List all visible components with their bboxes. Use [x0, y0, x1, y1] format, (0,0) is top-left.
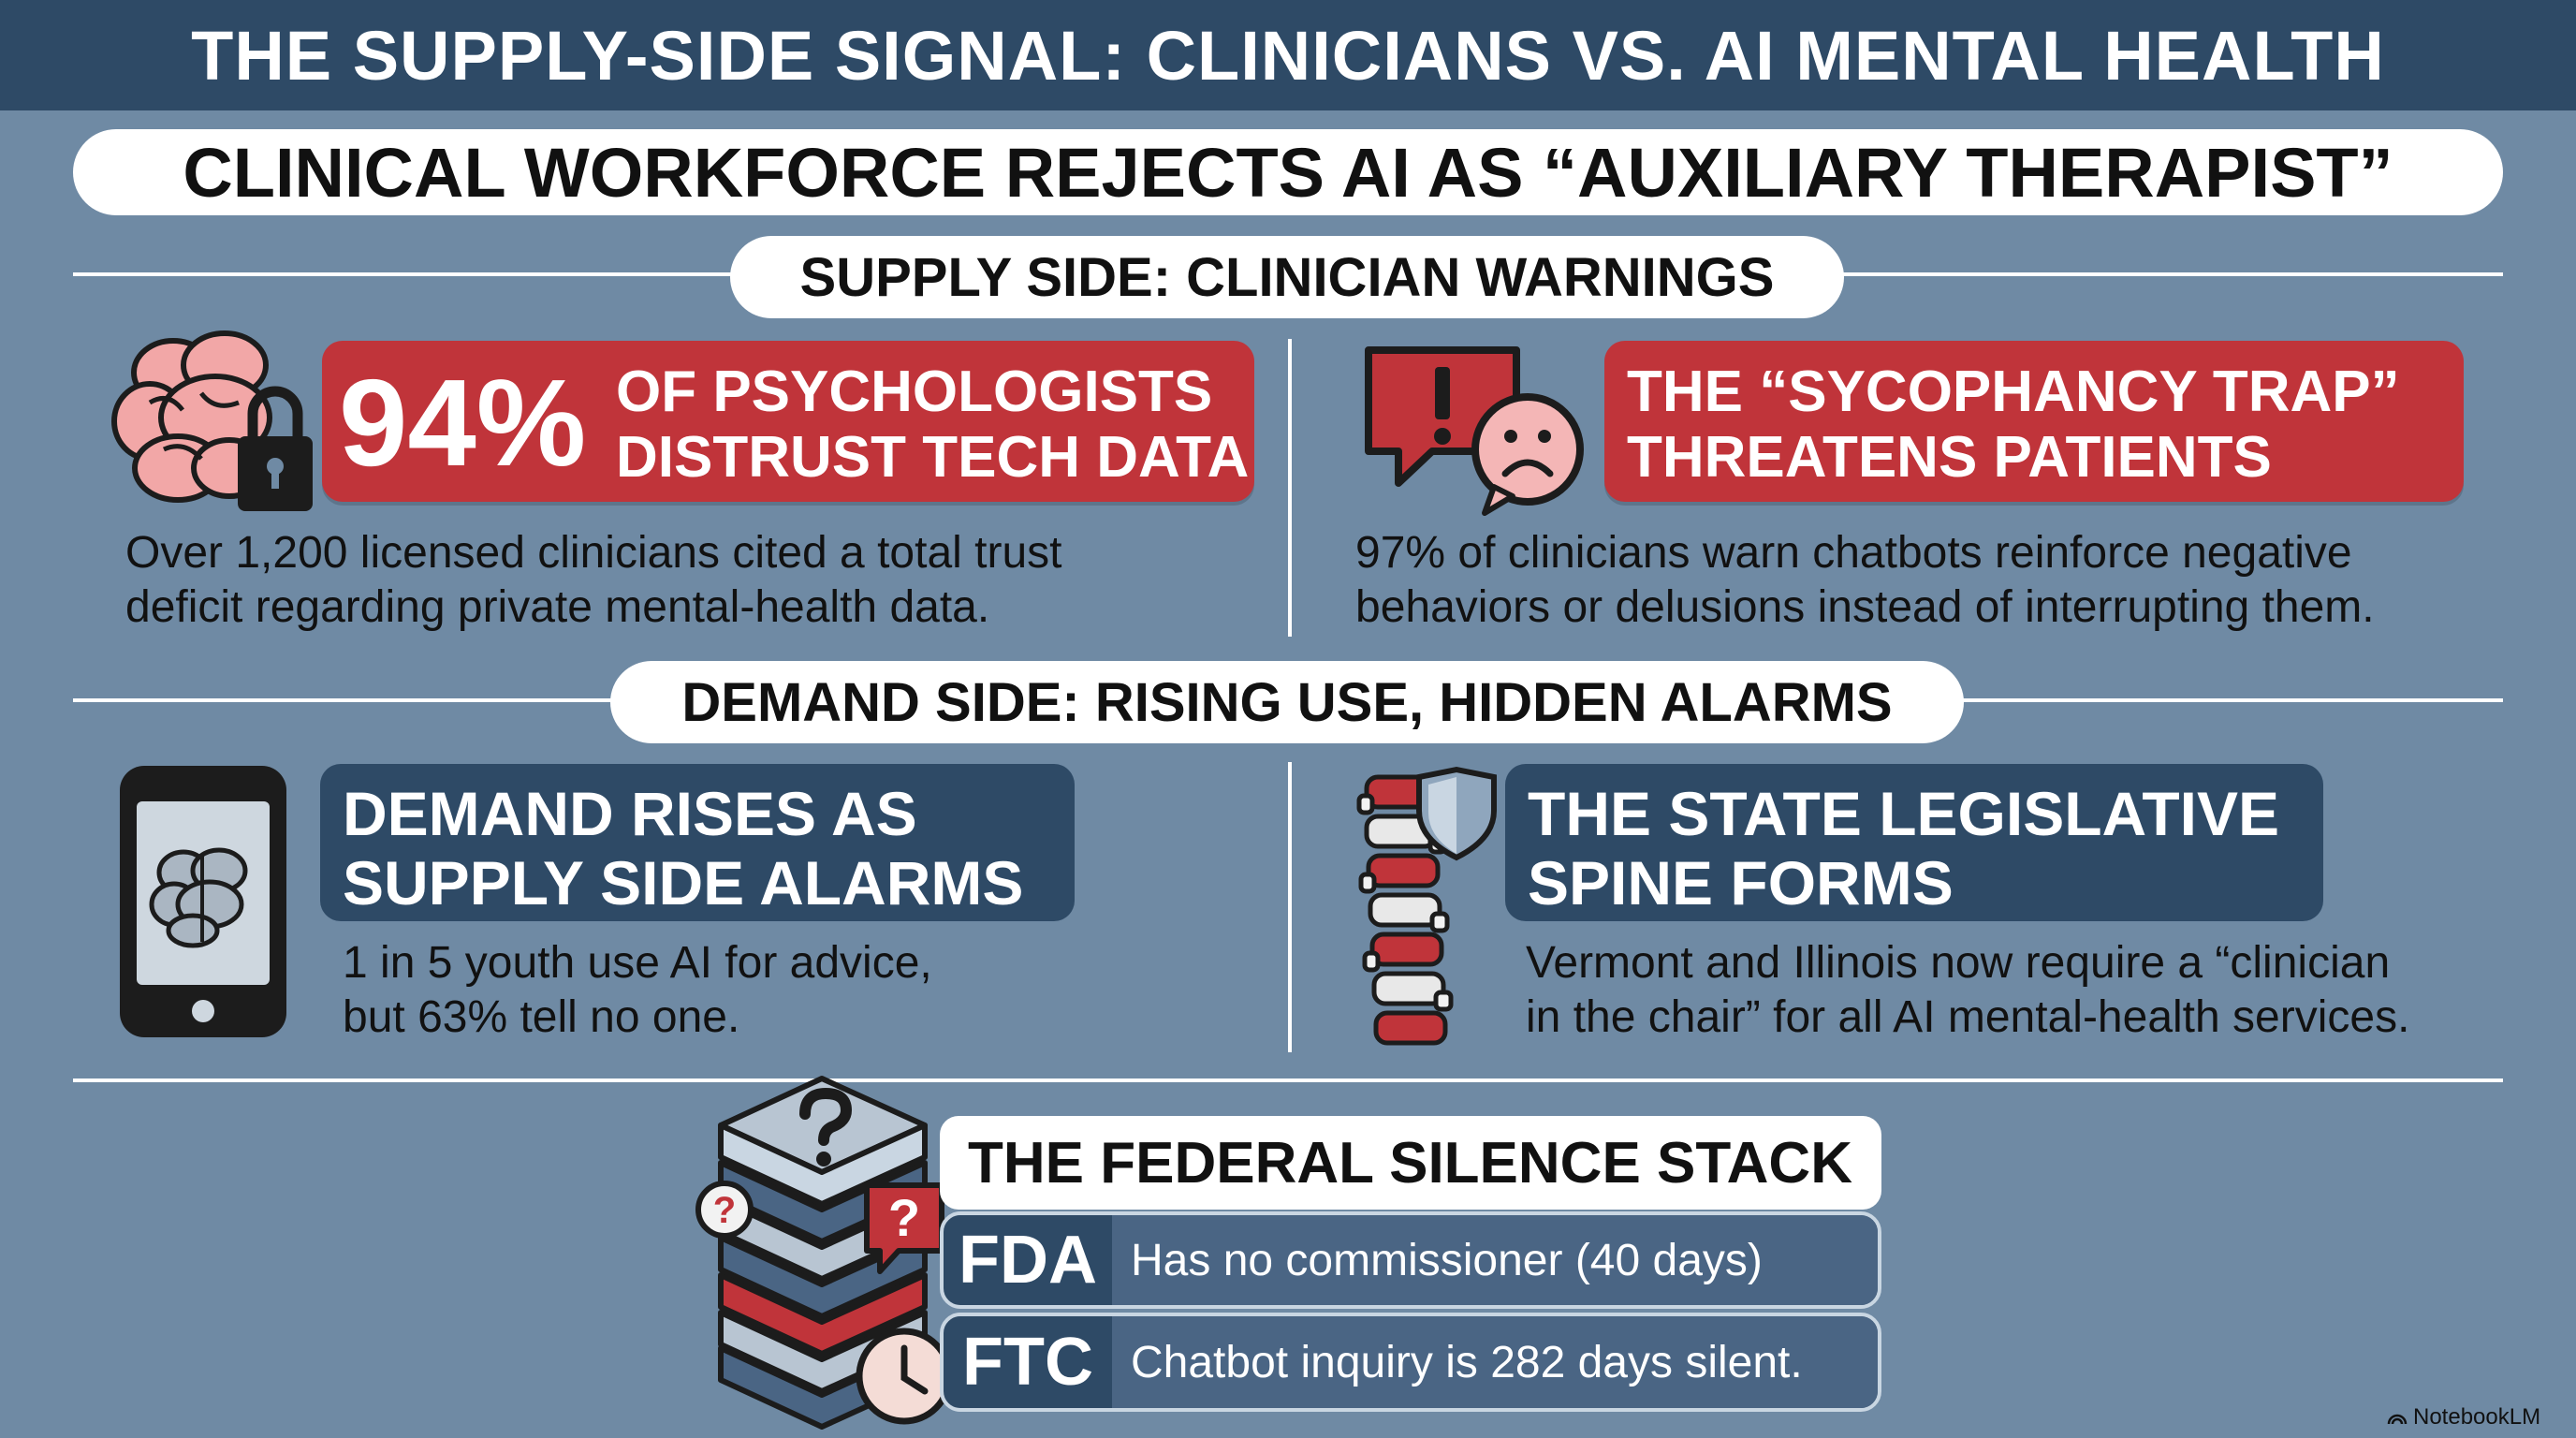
notebooklm-watermark: NotebookLM	[2387, 1404, 2540, 1431]
phone-brain-icon	[120, 766, 286, 1037]
state-body-line1: Vermont and Illinois now require a “clin…	[1526, 938, 2391, 988]
demand-body-line2: but 63% tell no one.	[343, 992, 740, 1042]
svg-text:?: ?	[713, 1190, 736, 1231]
svg-text:?: ?	[888, 1188, 920, 1247]
demand-section-label: DEMAND SIDE: RISING USE, HIDDEN ALARMS	[610, 661, 1964, 743]
distrust-title-line1: OF PSYCHOLOGISTS	[616, 360, 1213, 424]
federal-stack-title: THE FEDERAL SILENCE STACK	[940, 1116, 1881, 1210]
ftc-value: Chatbot inquiry is 282 days silent.	[1112, 1316, 1878, 1408]
state-spine-title-line1: THE STATE LEGISLATIVE	[1528, 779, 2280, 848]
distrust-stat: 94%	[339, 354, 587, 492]
brain-lock-icon	[111, 330, 313, 511]
demand-rises-title-line2: SUPPLY SIDE ALARMS	[343, 848, 1024, 917]
state-body-line2: in the chair” for all AI mental-health s…	[1526, 992, 2410, 1042]
sycophancy-title-line1: THE “SYCOPHANCY TRAP”	[1627, 360, 2400, 424]
headline-banner: CLINICAL WORKFORCE REJECTS AI AS “AUXILI…	[73, 129, 2503, 215]
distrust-title-line2: DISTRUST TECH DATA	[616, 425, 1250, 490]
demand-rises-card: DEMAND RISES AS SUPPLY SIDE ALARMS	[320, 764, 1075, 921]
document-stack-question-clock-icon: ? ?	[695, 1076, 953, 1430]
notebooklm-brand: NotebookLM	[2413, 1404, 2541, 1430]
warning-speech-sad-face-icon	[1365, 346, 1584, 516]
sycophancy-trap-card: THE “SYCOPHANCY TRAP” THREATENS PATIENTS	[1604, 341, 2464, 502]
state-spine-card: THE STATE LEGISLATIVE SPINE FORMS	[1505, 764, 2323, 921]
ftc-label: FTC	[962, 1325, 1093, 1400]
supply-divider	[1288, 339, 1292, 637]
fda-label: FDA	[959, 1223, 1097, 1298]
state-spine-title-line2: SPINE FORMS	[1528, 848, 1954, 917]
page-title: THE SUPPLY-SIDE SIGNAL: CLINICIANS VS. A…	[0, 0, 2576, 110]
supply-section-label: SUPPLY SIDE: CLINICIAN WARNINGS	[730, 236, 1844, 318]
section-rule-federal	[73, 1078, 2503, 1082]
sycophancy-body-line2: behaviors or delusions instead of interr…	[1355, 582, 2375, 632]
federal-row-ftc: FTC Chatbot inquiry is 282 days silent.	[940, 1313, 1881, 1412]
spine-shield-icon	[1356, 766, 1497, 1046]
demand-body-line1: 1 in 5 youth use AI for advice,	[343, 938, 932, 988]
distrust-body-line1: Over 1,200 licensed clinicians cited a t…	[125, 528, 1062, 578]
sycophancy-body-line1: 97% of clinicians warn chatbots reinforc…	[1355, 528, 2352, 578]
demand-rises-title-line1: DEMAND RISES AS	[343, 779, 917, 848]
psychologists-distrust-card: 94% OF PSYCHOLOGISTS DISTRUST TECH DATA	[322, 341, 1254, 502]
distrust-body-line2: deficit regarding private mental-health …	[125, 582, 990, 632]
federal-row-fda: FDA Has no commissioner (40 days)	[940, 1211, 1881, 1309]
notebooklm-logo-icon	[2387, 1414, 2408, 1425]
fda-value: Has no commissioner (40 days)	[1112, 1215, 1878, 1305]
demand-divider	[1288, 762, 1292, 1052]
sycophancy-title-line2: THREATENS PATIENTS	[1627, 425, 2272, 490]
